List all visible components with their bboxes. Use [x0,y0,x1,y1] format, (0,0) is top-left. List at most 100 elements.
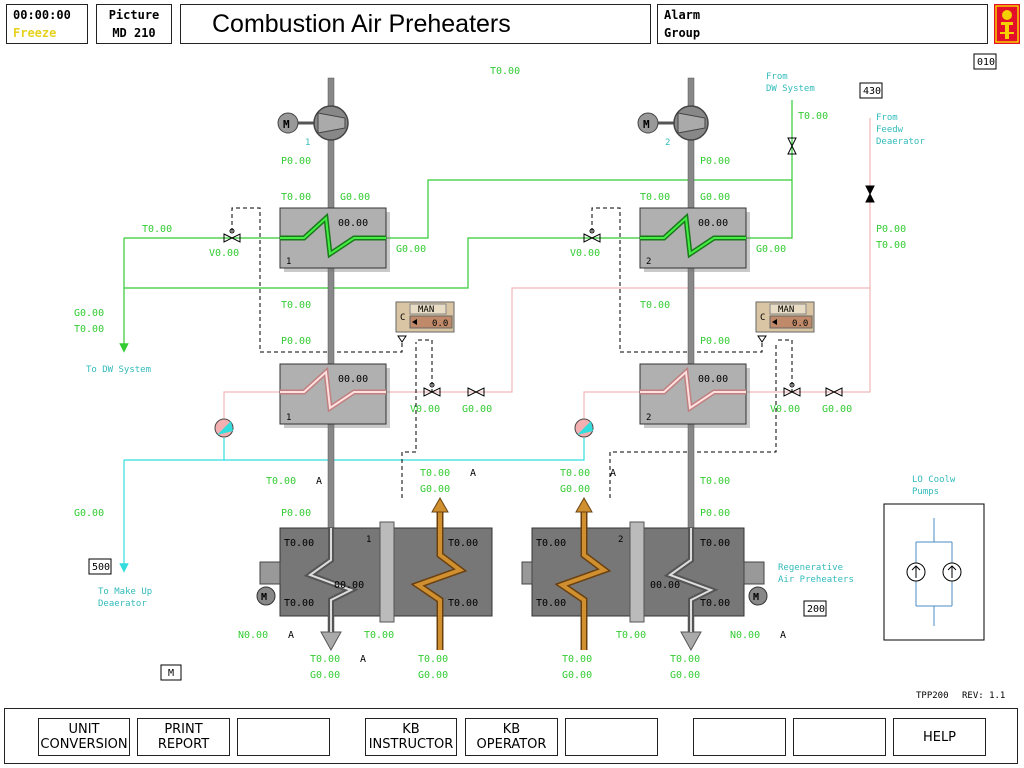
hx2-1-number: 1 [286,413,291,423]
lo-piping [119,438,585,573]
print-report-button[interactable]: PRINT REPORT [137,718,230,756]
u2-rp-bl: T0.00 [536,598,566,609]
u1-a-rp: A [316,476,322,487]
page-ref-430-button[interactable] [859,82,883,99]
hx1-2-value: 00.00 [698,218,728,229]
t-dw-in-value: T0.00 [798,111,828,122]
lo-label-1: LO Coolw [912,475,956,485]
u2-t-cond: T0.00 [616,630,646,641]
u2-n-a: A [780,630,786,641]
u1-g-out: G0.00 [310,670,340,681]
u2-t-rp: T0.00 [700,476,730,487]
controller-2-mode: MAN [778,305,794,315]
unit-2: M 2 00.00 2 00.00 2 M 2 MAN [521,77,843,652]
t-feed-value: T0.00 [876,240,906,251]
page-ref-010-button[interactable] [973,53,997,70]
title-box [180,4,651,44]
controller-2-value: 0.0 [792,319,808,329]
to-makeup-label-1: To Make Up [98,587,152,597]
g-makeup-value: G0.00 [74,508,104,519]
svg-text:M: M [283,118,290,131]
u1-g-cond-out: G0.00 [418,670,448,681]
u1-a-out: A [360,654,366,665]
u1-t-cond: T0.00 [364,630,394,641]
m-page-label: M [168,668,174,679]
blank-button-2[interactable] [565,718,658,756]
svg-text:M: M [753,592,759,603]
rp-2-number: 2 [618,535,623,545]
g-left-value: G0.00 [74,308,104,319]
page-ref-500: 500 [92,562,110,573]
u1-g-hx1: G0.00 [396,244,426,255]
u1-g-hx2: G0.00 [462,404,492,415]
tpp-label: TPP200 [916,691,949,701]
u2-rp-tr: T0.00 [700,538,730,549]
u1-rp-mid: 00.00 [334,580,364,591]
u1-v-hx1: V0.00 [209,248,239,259]
u2-n-val: N0.00 [730,630,760,641]
u1-t-mid: T0.00 [281,300,311,311]
alarm-group-button[interactable]: Alarm Group [657,4,988,44]
controller-1-letter: C [400,313,405,323]
lo-label-2: Pumps [912,487,939,497]
feedwater-inlet-valve [865,185,875,203]
unit-conversion-button[interactable]: UNIT CONVERSION [38,718,130,756]
u1-g-steam: G0.00 [420,484,450,495]
regen-label-2: Air Preheaters [778,575,854,585]
u1-a-steam: A [470,468,476,479]
process-diagram: M 1 00.00 1 00.00 1 M 1 [74,53,1005,701]
svg-text:M: M [643,118,650,131]
regen-label-1: Regenerative [778,563,843,573]
clock-box: 00:00:00 Freeze [6,4,88,44]
from-feed-label-2: Feedw [876,125,904,135]
kb-instructor-button[interactable]: KB INSTRUCTOR [365,718,457,756]
unit-conversion-label-1: UNIT [68,722,100,737]
to-dw-label: To DW System [86,365,151,375]
blank-button-1[interactable] [237,718,330,756]
u2-rp-mid: 00.00 [650,580,680,591]
u1-rp-bl: T0.00 [284,598,314,609]
print-label-2: REPORT [157,737,210,752]
u2-t-steam: T0.00 [560,468,590,479]
kb-instructor-label-2: INSTRUCTOR [368,737,454,752]
freeze-indicator: Freeze [13,26,57,40]
blank-button-4[interactable] [793,718,886,756]
u2-g-in: G0.00 [700,192,730,203]
from-dw-label-2: DW System [766,84,815,94]
help-button[interactable]: HELP [893,718,986,756]
u1-rp-br: T0.00 [448,598,478,609]
page-ref-500-button[interactable] [88,558,112,575]
u1-t-steam: T0.00 [420,468,450,479]
hx2-2-value: 00.00 [698,374,728,385]
u1-n-val: N0.00 [238,630,268,641]
u2-a-steam: A [610,468,616,479]
fan-1-number: 1 [305,138,310,148]
blank-button-3[interactable] [693,718,786,756]
kb-operator-button[interactable]: KB OPERATOR [465,718,558,756]
hx1-1-number: 1 [286,257,291,267]
lo-cooling-pumps [883,503,985,641]
rp-1-number: 1 [366,535,371,545]
u2-g-hx2: G0.00 [822,404,852,415]
company-logo-icon [994,4,1020,44]
t-left-header-value: T0.00 [142,224,172,235]
svg-text:M: M [261,592,267,603]
to-makeup-label-2: Deaerator [98,599,147,609]
u2-p-mid: P0.00 [700,336,730,347]
hx2-1-value: 00.00 [338,374,368,385]
group-label: Group [664,26,701,40]
u2-p-fan: P0.00 [700,156,730,167]
controller-1-value: 0.0 [432,319,448,329]
clock: 00:00:00 [13,8,71,22]
page-ref-200-button[interactable] [803,600,827,617]
u1-rp-tl: T0.00 [284,538,314,549]
t-left-value: T0.00 [74,324,104,335]
kb-operator-label-1: KB [502,722,521,737]
u2-t-mid: T0.00 [640,300,670,311]
u1-t-in: T0.00 [281,192,311,203]
u1-p-fan: P0.00 [281,156,311,167]
p-feed-value: P0.00 [876,224,906,235]
page-ref-430: 430 [863,86,881,97]
m-page-button[interactable] [160,664,182,681]
u1-rp-tr: T0.00 [448,538,478,549]
